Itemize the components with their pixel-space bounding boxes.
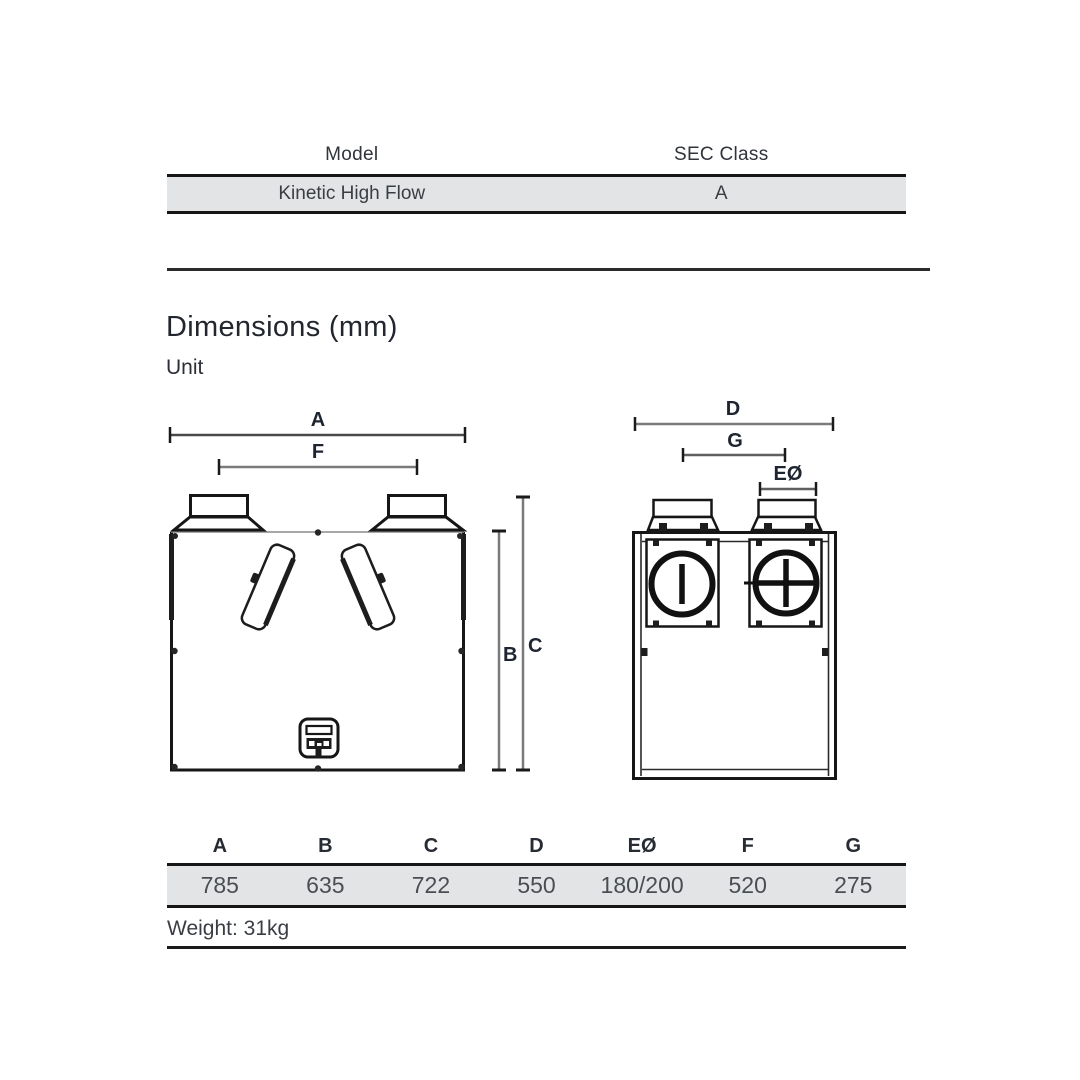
dim-value-a: 785 [200, 872, 239, 898]
front-right-vent-slot [340, 543, 396, 631]
weight-label: Weight: 31kg [167, 917, 290, 940]
dim-header-e: EØ [627, 834, 657, 857]
side-view: D G EØ [632, 398, 837, 780]
side-right-spigot [750, 498, 823, 532]
dim-value-c: 722 [411, 872, 451, 898]
control-panel [298, 717, 340, 759]
front-left-spigot [169, 494, 268, 532]
dim-label-c: C [528, 635, 542, 657]
model-table-data-row: Kinetic High Flow A [167, 174, 906, 214]
sec-class-column-header: SEC Class [673, 144, 769, 165]
dim-header-b: B [318, 834, 333, 857]
dim-label-b: B [503, 644, 517, 666]
front-right-spigot [367, 494, 468, 532]
dim-label-f: F [312, 441, 324, 463]
dim-label-e-diameter: EØ [774, 463, 803, 485]
control-panel-button [309, 741, 315, 746]
model-name-value: Kinetic High Flow [278, 183, 426, 204]
dim-value-f: 520 [728, 872, 767, 898]
control-panel-display [305, 724, 333, 736]
dim-label-g: G [727, 430, 743, 452]
unit-dimension-diagrams: A F [168, 398, 837, 780]
dimensions-table-value-row: 785 635 722 550 180/200 520 275 [167, 863, 906, 908]
front-right-edge-panel [461, 534, 466, 620]
intake-fan-panel [645, 538, 720, 628]
sec-class-value: A [714, 183, 728, 204]
front-view: A F [168, 409, 542, 772]
dim-header-g: G [845, 834, 862, 857]
model-table: Model SEC Class Kinetic High Flow A [167, 136, 906, 214]
screw-fasteners [171, 529, 465, 772]
dimensions-table-header-row: A B C D EØ F G [167, 829, 906, 863]
dim-value-e: 180/200 [600, 872, 684, 898]
dimensions-table: A B C D EØ F G 785 635 722 550 180/200 5… [167, 829, 906, 908]
section-subtitle: Unit [166, 356, 204, 379]
section-title: Dimensions (mm) [166, 311, 398, 343]
dim-header-d: D [529, 834, 544, 857]
side-left-spigot [646, 498, 720, 532]
model-table-header-row: Model SEC Class [167, 136, 906, 174]
control-panel-button [323, 741, 329, 746]
dim-label-d: D [726, 398, 740, 420]
dim-header-a: A [212, 834, 228, 857]
front-left-vent-slot [240, 543, 296, 631]
dim-value-b: 635 [306, 872, 345, 898]
front-left-edge-panel [169, 534, 174, 620]
supply-fan-panel [744, 538, 823, 628]
dim-header-f: F [741, 834, 754, 857]
dim-header-c: C [423, 834, 439, 857]
model-column-header: Model [325, 144, 379, 165]
control-panel-button [317, 743, 322, 746]
bottom-rule [167, 946, 906, 949]
dim-value-d: 550 [517, 872, 556, 898]
dim-value-g: 275 [834, 872, 873, 898]
separator-rule [167, 268, 930, 271]
dim-label-a: A [311, 409, 325, 431]
